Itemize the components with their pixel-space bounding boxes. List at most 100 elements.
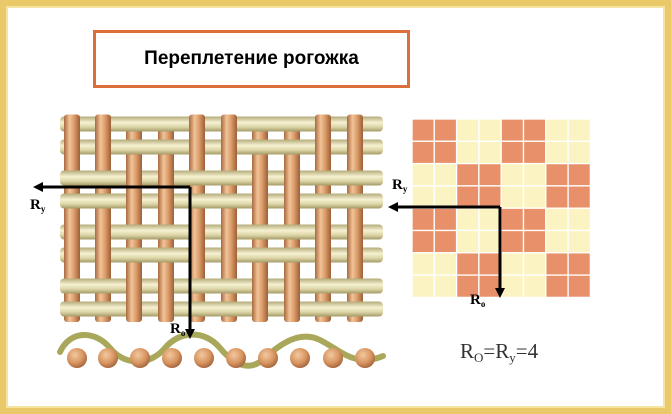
grid-cell-warp xyxy=(433,229,458,254)
warp-bead xyxy=(290,348,310,368)
title-box: Переплетение рогожка xyxy=(93,30,410,88)
grid-cell-weft xyxy=(567,207,592,232)
warp-overlap xyxy=(315,114,331,157)
warp-bead xyxy=(355,348,375,368)
grid-cell-warp xyxy=(567,162,592,187)
grid-cell-weft xyxy=(455,207,480,232)
grid-cell-weft xyxy=(545,229,569,254)
warp-overlap xyxy=(284,276,300,319)
grid-cell-weft xyxy=(478,229,502,254)
warp-bead xyxy=(258,348,278,368)
grid-cells xyxy=(411,118,592,299)
warp-overlap xyxy=(95,222,111,265)
warp-thread xyxy=(64,118,80,322)
warp-overlap xyxy=(252,276,268,319)
diagram-title: Переплетение рогожка xyxy=(144,48,359,69)
warp-thread xyxy=(95,118,111,322)
grid-cell-weft xyxy=(411,274,435,299)
grid-cell-weft xyxy=(455,229,480,254)
grid-ro-label: Ro xyxy=(470,292,486,309)
grid-cell-weft xyxy=(411,185,435,209)
grid-cell-warp xyxy=(545,162,569,187)
warp-overlap xyxy=(95,114,111,157)
grid-cell-weft xyxy=(433,185,458,209)
grid-cell-warp xyxy=(500,140,525,165)
grid-cell-warp xyxy=(411,207,435,232)
grid-cell-warp xyxy=(545,274,569,299)
warp-overlap xyxy=(221,114,237,157)
warp-overlap xyxy=(347,222,363,265)
warp-overlap xyxy=(126,168,142,211)
warp-bead xyxy=(226,348,246,368)
grid-cell-warp xyxy=(455,162,480,187)
warp-overlap xyxy=(158,276,174,319)
grid-cell-warp xyxy=(433,140,458,165)
grid-cell-warp xyxy=(522,207,547,232)
grid-cell-warp xyxy=(411,140,435,165)
grid-cell-weft xyxy=(522,185,547,209)
warp-thread xyxy=(189,118,205,322)
grid-cell-weft xyxy=(545,140,569,165)
grid-cell-weft xyxy=(455,118,480,142)
grid-cell-weft xyxy=(455,140,480,165)
warp-thread xyxy=(347,118,363,322)
grid-cell-weft xyxy=(545,207,569,232)
grid-cell-warp xyxy=(500,118,525,142)
grid-cell-weft xyxy=(567,118,592,142)
grid-cell-warp xyxy=(411,229,435,254)
warp-bead xyxy=(130,348,150,368)
grid-cell-weft xyxy=(433,274,458,299)
grid-cell-warp xyxy=(478,185,502,209)
warp-bead xyxy=(162,348,182,368)
grid-cell-weft xyxy=(500,252,525,276)
grid-cell-warp xyxy=(455,252,480,276)
warp-overlap xyxy=(158,168,174,211)
warp-overlap xyxy=(252,168,268,211)
warp-overlap xyxy=(189,222,205,265)
repeat-formula: RO=Ry=4 xyxy=(460,339,539,365)
warp-overlap xyxy=(126,276,142,319)
warp-overlap xyxy=(64,222,80,265)
grid-cell-warp xyxy=(522,229,547,254)
warp-overlap xyxy=(189,114,205,157)
weave-ro-label: Ro xyxy=(170,321,186,338)
warp-bead xyxy=(98,348,118,368)
grid-cell-weft xyxy=(522,162,547,187)
grid-cell-weft xyxy=(522,274,547,299)
grid-cell-weft xyxy=(567,229,592,254)
grid-cell-weft xyxy=(411,252,435,276)
grid-cell-weft xyxy=(478,207,502,232)
warp-bead xyxy=(323,348,343,368)
grid-cell-warp xyxy=(522,118,547,142)
grid-cell-warp xyxy=(455,185,480,209)
grid-cell-warp xyxy=(545,252,569,276)
grid-cell-weft xyxy=(478,140,502,165)
weave-ry-label: Ry xyxy=(30,197,46,214)
grid-cell-warp xyxy=(500,229,525,254)
cross-section xyxy=(57,331,386,369)
warp-overlap xyxy=(315,222,331,265)
grid-cell-weft xyxy=(411,162,435,187)
warp-threads-front xyxy=(64,114,363,319)
grid-cell-weft xyxy=(500,185,525,209)
warp-overlap xyxy=(221,222,237,265)
warp-overlap xyxy=(64,114,80,157)
grid-cell-warp xyxy=(522,140,547,165)
grid-cell-warp xyxy=(567,252,592,276)
grid-cell-warp xyxy=(545,185,569,209)
grid-cell-weft xyxy=(433,162,458,187)
warp-bead xyxy=(67,348,87,368)
warp-thread xyxy=(315,118,331,322)
grid-cell-warp xyxy=(478,252,502,276)
grid-cell-warp xyxy=(567,274,592,299)
grid-cell-weft xyxy=(433,252,458,276)
grid-cell-warp xyxy=(433,118,458,142)
warp-bead xyxy=(194,348,214,368)
grid-cell-warp xyxy=(478,162,502,187)
grid-cell-weft xyxy=(478,118,502,142)
grid-cell-warp xyxy=(567,185,592,209)
grid-cell-weft xyxy=(545,118,569,142)
grid-cell-warp xyxy=(433,207,458,232)
